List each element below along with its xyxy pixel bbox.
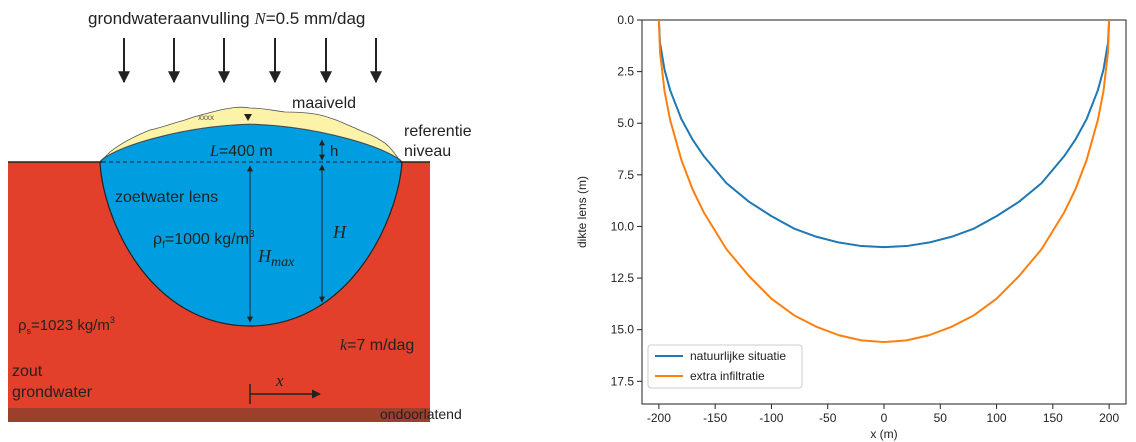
reference-label-line1: referentie (404, 123, 472, 140)
fresh-density-label: ρf=1000 kg/m3 (153, 229, 255, 251)
fresh-density-superscript: 3 (249, 229, 255, 240)
y-tick-label: 10.0 (611, 219, 635, 233)
salt-groundwater-label-line2: grondwater (12, 384, 93, 401)
recharge-symbol: N (253, 9, 267, 28)
salt-groundwater-region-right (400, 162, 430, 410)
lens-width-value: =400 m (219, 143, 273, 160)
x-axis-label: x (m) (870, 427, 897, 441)
y-tick-label: 7.5 (617, 168, 634, 182)
lens-width-label: L=400 m (209, 143, 273, 160)
legend: natuurlijke situatie extra infiltratie (647, 344, 803, 389)
conductivity-symbol: k (340, 337, 348, 354)
H-label: H (332, 222, 347, 242)
Hmax-subscript: max (271, 255, 295, 270)
fresh-density-value: =1000 kg/m (165, 231, 249, 248)
x-tick-label: -200 (647, 411, 671, 425)
h-label: h (330, 143, 338, 160)
plot-area (641, 19, 1127, 405)
legend-box (647, 344, 803, 389)
series-line-1 (657, 19, 1111, 344)
salt-density-value: =1023 kg/m (31, 317, 110, 334)
x-tick-label: 0 (881, 411, 888, 425)
conductivity-label: k=7 m/dag (340, 337, 414, 354)
salt-groundwater-label-line1: zout (12, 363, 43, 380)
y-tick-label: 12.5 (611, 271, 635, 285)
y-tick-label: 2.5 (617, 65, 634, 79)
legend-label-infiltration: extra infiltratie (690, 369, 765, 383)
freshwater-lens-label: zoetwater lens (115, 189, 218, 206)
lens-thickness-chart: -200 -150 -100 -50 0 50 100 150 200 0.0 2.5 5.0 7.5 1… (575, 13, 1127, 441)
x-tick-label: -100 (759, 411, 783, 425)
y-axis-label: dikte lens (m) (575, 176, 589, 248)
x-tick-label: 200 (1099, 411, 1119, 425)
legend-label-natural: natuurlijke situatie (690, 349, 786, 363)
freshwater-lens-diagram: xxxx grondwateraanvulling N=0.5 mm/dag m… (8, 9, 472, 422)
salt-density-label: ρs=1023 kg/m3 (18, 315, 115, 336)
salt-density-superscript: 3 (110, 315, 115, 325)
series-line-0 (657, 19, 1111, 249)
x-tick-label: 150 (1043, 411, 1063, 425)
impermeable-label: ondoorlatend (380, 406, 462, 422)
impermeable-layer (8, 408, 430, 422)
recharge-title-prefix: grondwateraanvulling (88, 9, 254, 28)
series-layer (657, 19, 1111, 344)
y-tick-label: 15.0 (611, 323, 635, 337)
recharge-value: =0.5 mm/dag (266, 9, 366, 28)
marsh-symbol: xxxx (198, 113, 214, 122)
ground-surface-label: maaiveld (292, 95, 356, 112)
salt-density-symbol: ρ (18, 317, 27, 334)
salt-density-subscript: s (27, 326, 32, 336)
x-tick-label: -50 (819, 411, 837, 425)
y-tick-label: 0.0 (617, 13, 634, 27)
axis-ticks: -200 -150 -100 -50 0 50 100 150 200 0.0 2.5 5.0 7.5 1… (611, 13, 1120, 425)
dune-sand (99, 106, 403, 163)
x-tick-label: 50 (934, 411, 948, 425)
y-tick-label: 17.5 (611, 374, 635, 388)
recharge-arrows (118, 38, 382, 84)
y-tick-label: 5.0 (617, 116, 634, 130)
fresh-density-subscript: f (162, 240, 165, 251)
x-axis-symbol: x (275, 371, 284, 390)
fresh-density-symbol: ρ (153, 231, 162, 248)
Hmax-label: Hmax (257, 246, 295, 270)
water-table-marker (244, 114, 252, 121)
recharge-title: grondwateraanvulling N=0.5 mm/dag (88, 9, 365, 28)
reference-label-line2: niveau (404, 143, 451, 160)
x-tick-label: -150 (703, 411, 727, 425)
x-tick-label: 100 (987, 411, 1007, 425)
conductivity-value: =7 m/dag (347, 337, 414, 354)
lens-width-symbol: L (209, 143, 219, 160)
Hmax-symbol: H (257, 246, 272, 266)
